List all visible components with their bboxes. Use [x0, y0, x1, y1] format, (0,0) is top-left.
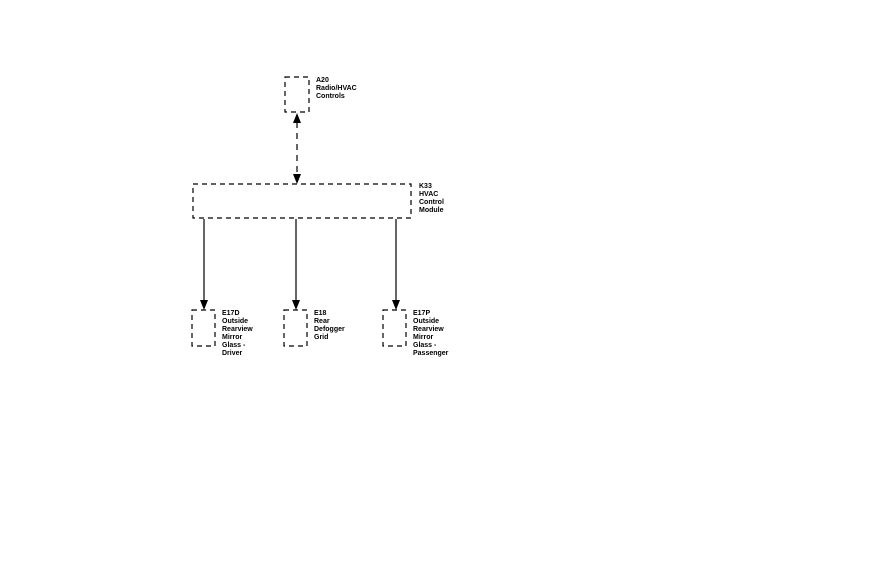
component-e17p[interactable]: E17P Outside Rearview Mirror Glass - Pas…	[382, 309, 449, 357]
component-e17p-label: E17P Outside Rearview Mirror Glass - Pas…	[413, 310, 449, 357]
link-k33-e18	[292, 219, 300, 310]
arrow-down-icon	[392, 300, 400, 310]
arrow-down-icon	[200, 300, 208, 310]
component-e17p-box	[382, 309, 407, 347]
component-e18-label: E18 Rear Defogger Grid	[314, 310, 347, 341]
component-a20-box	[284, 76, 310, 113]
component-k33-box	[192, 183, 412, 219]
arrow-down-icon	[293, 174, 301, 184]
component-a20-label: A20 Radio/HVAC Controls	[316, 77, 359, 100]
component-e17d-box	[191, 309, 216, 347]
component-e17d[interactable]: E17D Outside Rearview Mirror Glass - Dri…	[191, 309, 255, 357]
link-k33-e17d	[200, 219, 208, 310]
component-e17d-label: E17D Outside Rearview Mirror Glass - Dri…	[222, 310, 255, 357]
arrow-up-icon	[293, 113, 301, 123]
link-a20-k33	[293, 113, 301, 184]
component-e18-box	[283, 309, 308, 347]
arrow-down-icon	[292, 300, 300, 310]
link-k33-e17p	[392, 219, 400, 310]
component-k33[interactable]: K33 HVAC Control Module	[192, 183, 446, 219]
component-k33-label: K33 HVAC Control Module	[419, 183, 446, 214]
component-e18[interactable]: E18 Rear Defogger Grid	[283, 309, 347, 347]
component-a20[interactable]: A20 Radio/HVAC Controls	[284, 76, 359, 113]
